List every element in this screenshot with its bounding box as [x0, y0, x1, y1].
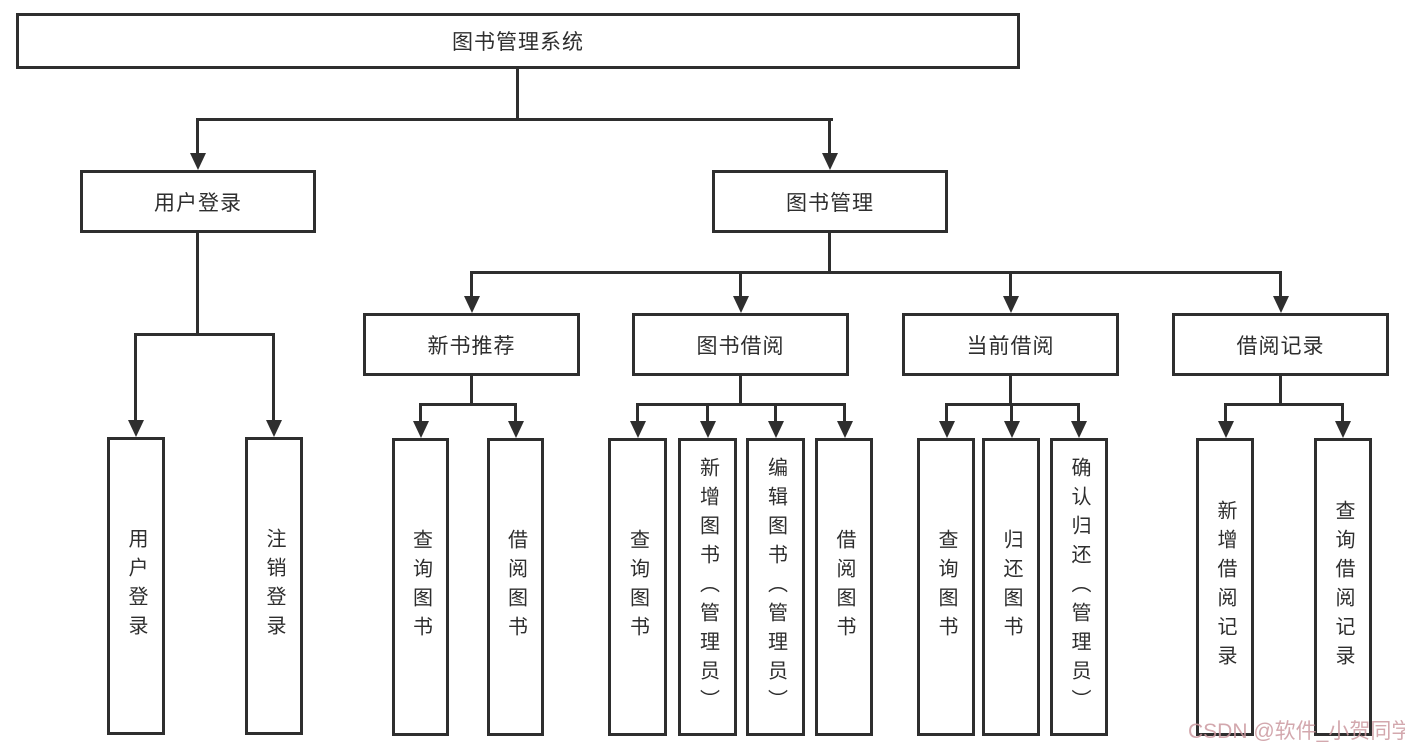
leaf-return-books-label: 归还图书: [1000, 529, 1022, 645]
leaf-return-books: 归还图书: [982, 438, 1040, 736]
node-book-management: 图书管理: [712, 170, 948, 233]
connector-line: [843, 403, 846, 422]
connector-line: [196, 118, 199, 156]
connector-arrow-down: [630, 421, 646, 438]
connector-arrow-down: [768, 421, 784, 438]
leaf-borrow-books-recommend: 借阅图书: [487, 438, 544, 736]
leaf-query-books-current: 查询图书: [917, 438, 975, 736]
connector-arrow-down: [464, 296, 480, 313]
connector-arrow-down: [939, 421, 955, 438]
node-new-book-recommendation-label: 新书推荐: [427, 334, 516, 358]
connector-line: [774, 403, 777, 422]
leaf-query-books-recommend-label: 查询图书: [409, 529, 432, 645]
connector-arrow-down: [822, 153, 838, 170]
connector-line: [470, 376, 473, 405]
connector-line: [196, 233, 199, 335]
connector-arrow-down: [837, 421, 853, 438]
connector-line: [945, 403, 948, 422]
leaf-query-books-borrow-label: 查询图书: [626, 529, 649, 645]
connector-arrow-down: [128, 420, 144, 437]
connector-line: [470, 271, 1282, 274]
node-root-label: 图书管理系统: [452, 31, 584, 54]
node-borrowing-records-label: 借阅记录: [1236, 334, 1325, 358]
node-book-borrowing: 图书借阅: [632, 313, 849, 376]
connector-line: [1009, 271, 1012, 298]
leaf-confirm-return-admin-label: 确认归还（管理员）: [1068, 456, 1090, 718]
connector-line: [1224, 403, 1227, 422]
connector-arrow-down: [733, 296, 749, 313]
leaf-confirm-return-admin: 确认归还（管理员）: [1050, 438, 1108, 736]
connector-line: [1279, 376, 1282, 405]
connector-line: [516, 68, 519, 121]
leaf-borrow-books-recommend-label: 借阅图书: [504, 529, 527, 645]
leaf-logout-label: 注销登录: [263, 528, 285, 644]
connector-line: [706, 403, 709, 422]
connector-line: [134, 333, 137, 421]
connector-arrow-down: [1003, 296, 1019, 313]
connector-arrow-down: [1335, 421, 1351, 438]
connector-arrow-down: [190, 153, 206, 170]
leaf-query-books-recommend: 查询图书: [392, 438, 449, 736]
connector-line: [134, 333, 275, 336]
connector-line: [419, 403, 422, 422]
connector-arrow-down: [413, 421, 429, 438]
leaf-add-book-admin-label: 新增图书（管理员）: [696, 456, 719, 718]
connector-line: [1279, 271, 1282, 298]
connector-line: [1077, 403, 1080, 422]
leaf-add-borrow-record: 新增借阅记录: [1196, 438, 1254, 736]
node-current-borrowing-label: 当前借阅: [966, 334, 1055, 358]
connector-line: [636, 403, 639, 422]
leaf-user-login: 用户登录: [107, 437, 165, 735]
connector-line: [1010, 403, 1013, 422]
csdn-watermark: CSDN @软件_小贺同学: [1188, 720, 1405, 743]
connector-line: [272, 333, 275, 421]
leaf-edit-book-admin: 编辑图书（管理员）: [746, 438, 805, 736]
connector-arrow-down: [1071, 421, 1087, 438]
connector-arrow-down: [700, 421, 716, 438]
node-user-login-label: 用户登录: [154, 191, 242, 215]
connector-arrow-down: [1004, 421, 1020, 438]
leaf-query-borrow-record: 查询借阅记录: [1314, 438, 1372, 736]
node-book-management-label: 图书管理: [786, 191, 874, 215]
leaf-query-books-current-label: 查询图书: [935, 529, 957, 645]
connector-arrow-down: [1218, 421, 1234, 438]
connector-line: [828, 233, 831, 274]
connector-line: [470, 271, 473, 298]
connector-arrow-down: [508, 421, 524, 438]
node-user-login: 用户登录: [80, 170, 316, 233]
leaf-add-book-admin: 新增图书（管理员）: [678, 438, 737, 736]
leaf-user-login-label: 用户登录: [125, 528, 147, 644]
connector-arrow-down: [1273, 296, 1289, 313]
connector-line: [636, 403, 846, 406]
connector-arrow-down: [266, 420, 282, 437]
node-borrowing-records: 借阅记录: [1172, 313, 1389, 376]
node-new-book-recommendation: 新书推荐: [363, 313, 580, 376]
leaf-add-borrow-record-label: 新增借阅记录: [1214, 500, 1236, 674]
leaf-borrow-books-label: 借阅图书: [833, 529, 855, 645]
leaf-edit-book-admin-label: 编辑图书（管理员）: [764, 456, 787, 718]
leaf-query-borrow-record-label: 查询借阅记录: [1332, 500, 1354, 674]
connector-line: [196, 118, 833, 121]
node-current-borrowing: 当前借阅: [902, 313, 1119, 376]
connector-line: [739, 271, 742, 298]
leaf-logout: 注销登录: [245, 437, 303, 735]
connector-line: [1341, 403, 1344, 422]
connector-line: [514, 403, 517, 422]
connector-line: [1224, 403, 1344, 406]
leaf-borrow-books: 借阅图书: [815, 438, 873, 736]
leaf-query-books-borrow: 查询图书: [608, 438, 667, 736]
connector-line: [739, 376, 742, 405]
connector-line: [828, 118, 831, 156]
node-root: 图书管理系统: [16, 13, 1020, 69]
node-book-borrowing-label: 图书借阅: [696, 334, 785, 358]
connector-line: [419, 403, 517, 406]
connector-line: [1009, 376, 1012, 405]
